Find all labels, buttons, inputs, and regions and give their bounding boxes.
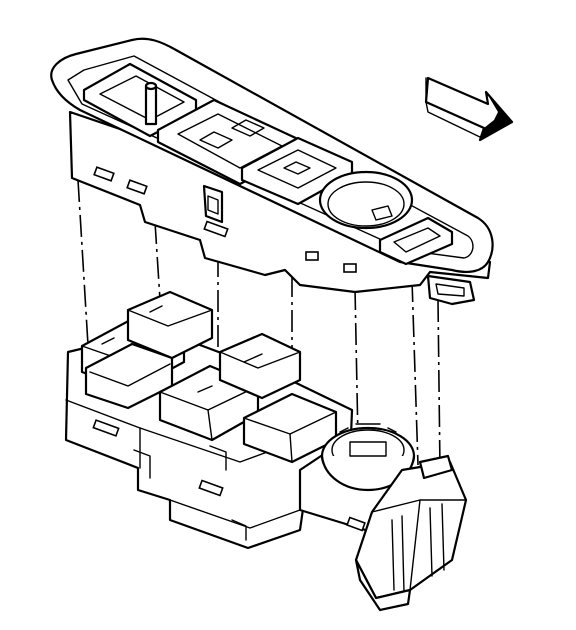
switch-bezel (50, 37, 494, 306)
window-switch-assembly (64, 290, 468, 612)
bezel-latch (202, 184, 224, 224)
mirror-switch-opening (318, 170, 414, 230)
direction-arrow-icon (424, 76, 514, 142)
bezel-side-clip (426, 274, 476, 306)
window-switch-rocker-5 (218, 332, 302, 400)
bezel-post (144, 84, 158, 126)
harness-connector (346, 454, 468, 612)
window-switch-rocker-3 (126, 290, 214, 360)
